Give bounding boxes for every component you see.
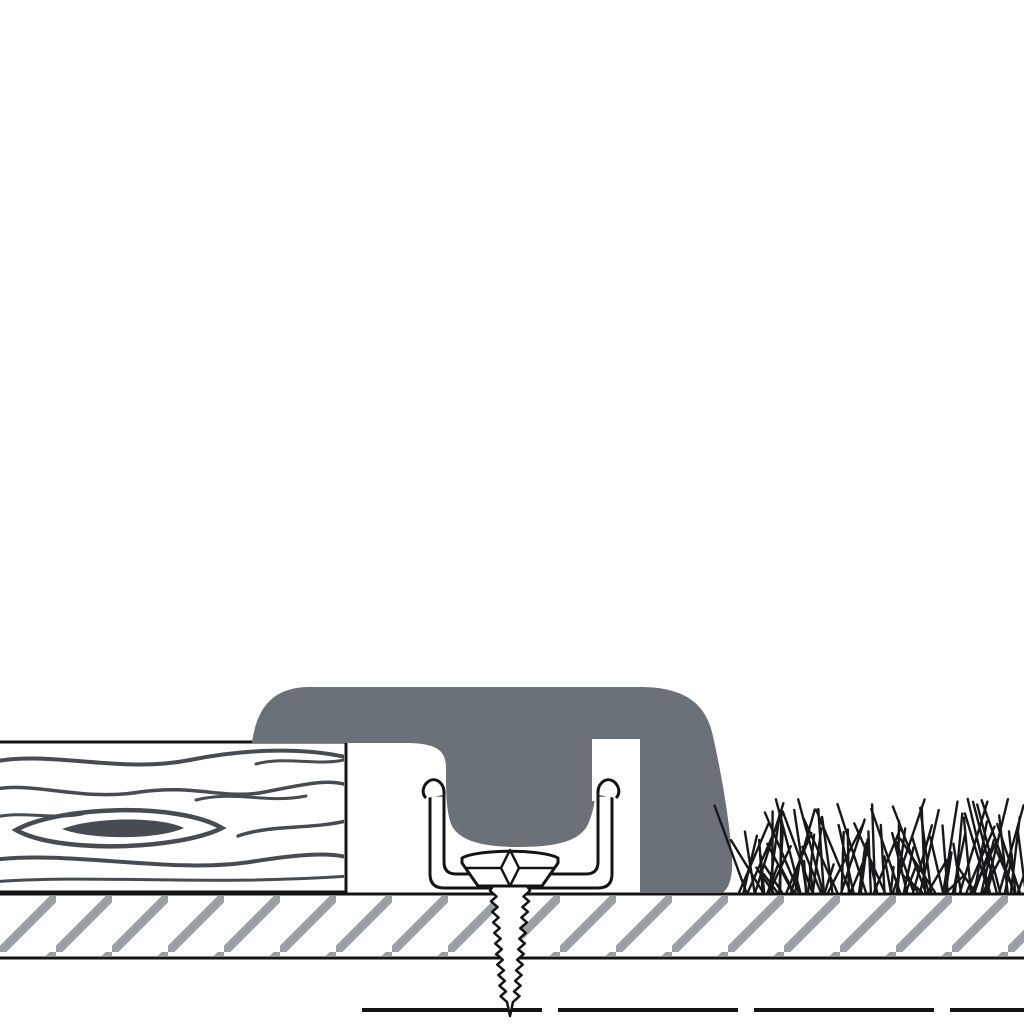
carpet-blade	[899, 837, 936, 894]
carpet-blade	[849, 849, 869, 894]
carpet-blade	[814, 808, 852, 894]
grain-knot-inner	[62, 819, 184, 838]
carpet-blade	[980, 839, 995, 894]
track-left-flange-hook	[421, 778, 446, 800]
grain-line	[0, 812, 84, 818]
carpet-blade	[944, 851, 953, 894]
carpet-blade	[963, 812, 990, 894]
carpet-blade	[797, 798, 825, 894]
carpet-blade	[926, 858, 948, 894]
carpet-blade	[1009, 815, 1021, 894]
carpet-blade	[910, 835, 930, 894]
carpet-blade	[743, 830, 756, 894]
mounting-track-channel	[421, 778, 621, 890]
carpet-blade	[945, 872, 968, 894]
carpet-blade	[901, 873, 924, 894]
carpet-blade	[929, 835, 945, 894]
carpet-blade	[767, 813, 781, 894]
carpet-blade	[794, 852, 802, 894]
carpet-blade	[738, 822, 770, 894]
grain-line	[254, 758, 344, 766]
carpet-blade	[973, 848, 991, 894]
carpet-blade	[858, 844, 867, 894]
carpet-blade	[998, 814, 1009, 894]
carpet-blade	[759, 854, 766, 894]
carpet-blade	[1007, 830, 1017, 894]
carpet-blade	[801, 845, 822, 894]
screw-thread-outline	[488, 884, 532, 1018]
carpet-blade	[883, 855, 892, 894]
grain-line	[0, 852, 344, 868]
carpet-blade	[823, 863, 835, 894]
grain-line	[236, 819, 344, 838]
screw-threaded-shaft	[488, 884, 532, 1018]
track-right-flange-hook	[596, 778, 621, 800]
carpet-blade	[808, 862, 814, 894]
carpet-blade	[976, 803, 1002, 894]
grain-line	[0, 780, 344, 797]
carpet-blade	[853, 822, 886, 894]
carpet-blade	[1016, 831, 1024, 889]
wood-flooring-plank	[0, 740, 348, 894]
carpet-blade	[713, 804, 748, 894]
carpet-blade	[891, 805, 927, 894]
carpet-blade	[995, 848, 1016, 894]
carpet-blade	[962, 816, 973, 894]
mounting-screw	[460, 848, 560, 1018]
carpet-blade	[774, 798, 802, 894]
carpet-blade	[802, 817, 839, 894]
carpet-blade	[1016, 871, 1024, 894]
carpet-blade	[870, 807, 901, 894]
molding-profile	[252, 687, 733, 893]
grain-line	[194, 794, 308, 802]
wood-grain	[0, 748, 344, 883]
grain-line	[0, 874, 344, 883]
carpet-blade	[891, 831, 909, 894]
carpet-pile	[713, 797, 1024, 894]
carpet-blade	[817, 807, 825, 894]
carpet-blade	[763, 811, 800, 894]
carpet-blade	[955, 864, 977, 894]
carpet-blade	[729, 838, 764, 894]
carpet-blade	[912, 824, 934, 894]
carpet-blade	[873, 829, 901, 894]
carpet-blade	[778, 825, 785, 894]
carpet-blade	[781, 810, 814, 894]
carpet-blade	[778, 864, 795, 894]
screw-phillips-vertical-wing	[499, 848, 521, 888]
carpet-blade	[904, 864, 918, 894]
carpet-blade	[802, 859, 808, 894]
carpet-blade	[836, 803, 867, 894]
carpet-blade	[837, 823, 855, 894]
carpet-blade	[889, 865, 895, 894]
carpet-blade	[985, 867, 995, 894]
grain-line	[0, 748, 344, 767]
carpet-blade	[953, 812, 964, 894]
carpet-blade	[762, 872, 779, 894]
carpet-blade	[996, 822, 1021, 894]
carpet-blade	[966, 797, 991, 894]
carpet-blade	[763, 864, 783, 894]
carpet-blade	[1003, 854, 1014, 894]
carpet-blade	[919, 806, 933, 894]
